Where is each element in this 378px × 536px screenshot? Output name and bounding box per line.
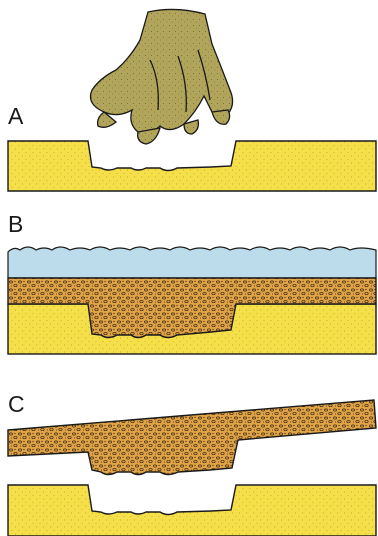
sediment-cast-c [8, 400, 376, 475]
panel-label-a: A [8, 103, 24, 129]
panel-label-c: C [8, 391, 25, 417]
dinosaur-foot-icon [91, 9, 233, 144]
sand-layer-c [8, 485, 376, 536]
panel-c: C [8, 391, 376, 536]
panel-a: A [8, 9, 376, 191]
panel-label-b: B [8, 211, 23, 237]
panel-b: B [8, 211, 376, 354]
water-layer [8, 247, 376, 278]
sand-layer-a [8, 141, 376, 191]
